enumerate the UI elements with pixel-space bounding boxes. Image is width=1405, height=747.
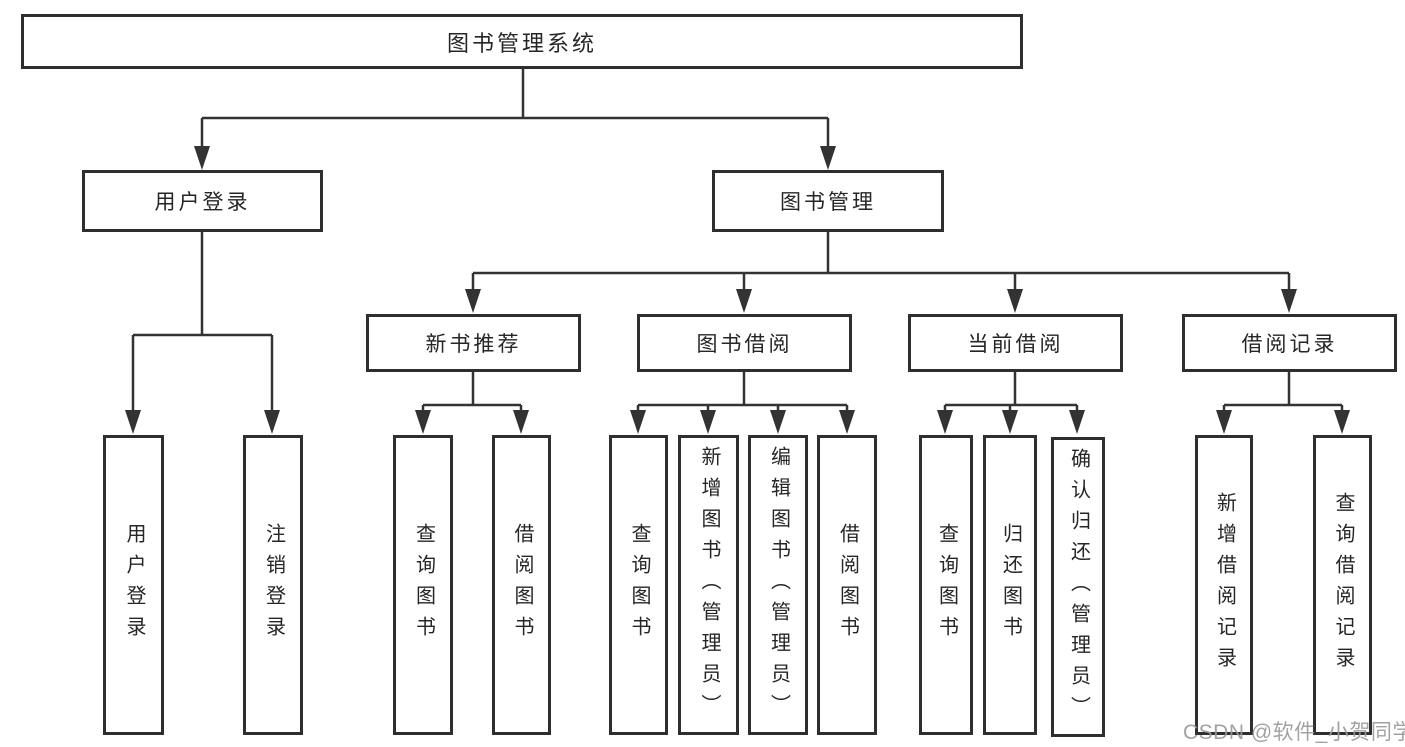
node-label: 查询图书 (935, 523, 958, 647)
leaf-edit-book-admin: 编辑图书（管理员） (748, 435, 808, 735)
leaf-user-login: 用户登录 (103, 435, 164, 735)
leaf-query-books-current: 查询图书 (919, 435, 973, 735)
node-library-management-system: 图书管理系统 (21, 14, 1023, 69)
node-label: 编辑图书（管理员） (767, 445, 790, 725)
node-label: 借阅图书 (836, 523, 859, 647)
leaf-confirm-return-admin: 确认归还（管理员） (1051, 437, 1105, 737)
leaf-query-books-recommend: 查询图书 (393, 435, 453, 735)
node-label: 注销登录 (262, 523, 285, 647)
node-label: 图书管理系统 (446, 30, 597, 56)
node-current-borrowing: 当前借阅 (908, 314, 1123, 372)
leaf-add-borrow-record: 新增借阅记录 (1195, 435, 1253, 735)
node-label: 当前借阅 (967, 333, 1064, 356)
node-label: 查询借阅记录 (1332, 492, 1354, 678)
leaf-return-book: 归还图书 (983, 435, 1037, 735)
connector-root-to-level2 (194, 69, 836, 170)
node-label: 查询图书 (412, 523, 435, 647)
node-label: 用户登录 (154, 191, 251, 214)
node-label: 借阅记录 (1241, 333, 1338, 356)
connector-book-mgmt-to-level3 (465, 232, 1297, 313)
node-book-management-branch: 图书管理 (712, 170, 944, 232)
leaf-query-borrow-record: 查询借阅记录 (1313, 435, 1372, 735)
node-user-login-branch: 用户登录 (82, 170, 323, 232)
node-label: 图书借阅 (696, 333, 793, 356)
connector-current-borrow-children (937, 372, 1085, 434)
watermark: CSDN @软件_小贺同学 (1183, 721, 1405, 744)
connector-borrow-record-children (1216, 372, 1350, 434)
node-borrowing-records: 借阅记录 (1182, 314, 1397, 372)
node-label: 新书推荐 (425, 333, 522, 356)
leaf-borrow-books-recommend: 借阅图书 (492, 435, 551, 735)
node-label: 确认归还（管理员） (1067, 447, 1090, 727)
node-label: 借阅图书 (511, 523, 533, 647)
node-label: 图书管理 (780, 191, 876, 214)
node-label: 归还图书 (999, 523, 1022, 647)
node-label: 查询图书 (628, 523, 650, 647)
connector-new-book-children (415, 372, 529, 434)
node-label: 用户登录 (123, 523, 145, 647)
leaf-borrow-books: 借阅图书 (817, 435, 877, 735)
node-book-borrowing: 图书借阅 (637, 314, 852, 372)
leaf-query-books-borrowing: 查询图书 (609, 435, 668, 735)
leaf-logout: 注销登录 (243, 435, 303, 735)
leaf-add-book-admin: 新增图书（管理员） (678, 435, 739, 735)
node-new-book-recommendation: 新书推荐 (366, 314, 581, 372)
node-label: 新增图书（管理员） (698, 445, 720, 725)
node-label: 新增借阅记录 (1213, 492, 1236, 678)
connector-book-borrow-children (630, 372, 855, 434)
connector-user-login-children (125, 232, 280, 434)
